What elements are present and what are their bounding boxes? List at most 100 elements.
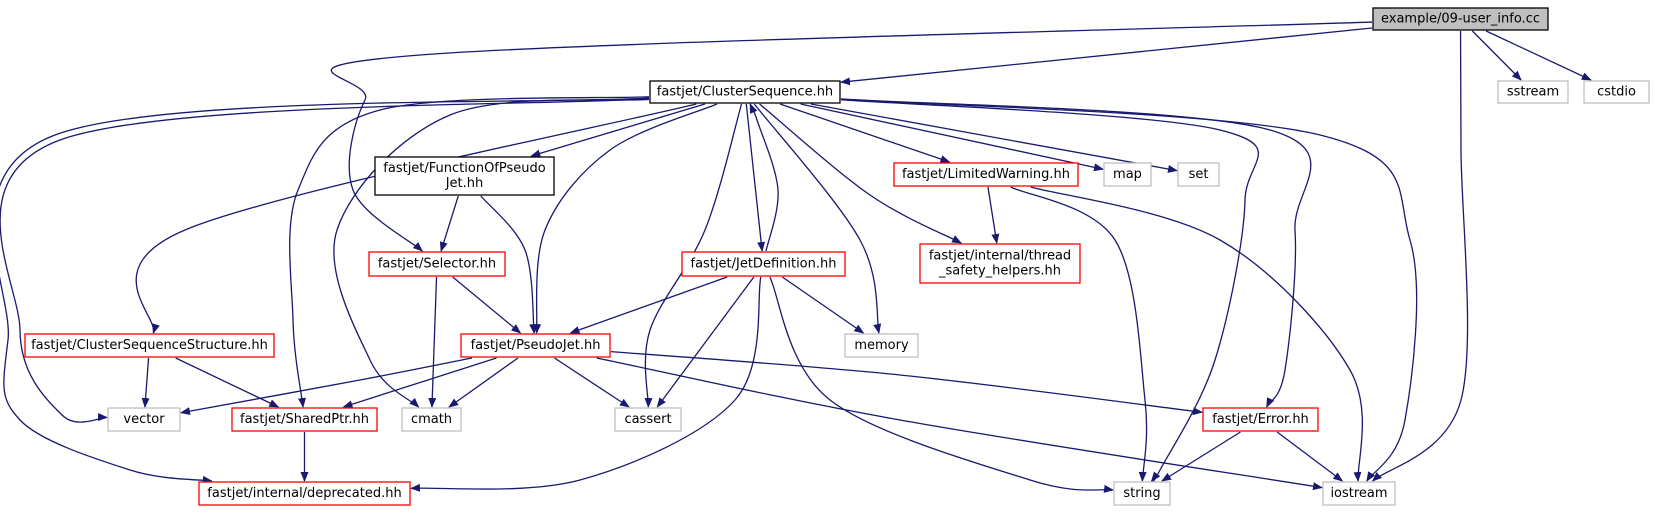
node-memory: memory [844,333,919,358]
edge-root-to-sstream [1471,30,1522,81]
node-label-tsh-1: _safety_helpers.hh [938,264,1061,279]
node-sel[interactable]: fastjet/Selector.hh [368,251,506,277]
node-label-pj: fastjet/PseudoJet.hh [471,338,601,353]
node-label-dep: fastjet/internal/deprecated.hh [207,486,401,501]
edge-lw-to-tsh [987,186,1000,244]
edge-pj-to-err [610,350,1203,416]
edge-jd-to-cassert [656,276,755,408]
node-box-root [1372,7,1549,31]
node-label-sp: fastjet/SharedPtr.hh [240,412,369,427]
edge-pj-to-vector [180,357,473,416]
node-root[interactable]: example/09-user_info.cc [1372,7,1549,31]
edge-lw-to-string [1010,186,1148,482]
node-lw[interactable]: fastjet/LimitedWarning.hh [893,162,1079,187]
node-box-iostream [1322,481,1396,506]
node-map: map [1103,162,1152,187]
node-box-memory [844,333,919,358]
node-box-tsh [919,243,1081,284]
edge-root-to-cs [840,27,1373,86]
edge-sel-to-pj [452,276,522,334]
node-label-css: fastjet/ClusterSequenceStructure.hh [31,338,268,353]
node-box-sstream [1497,80,1569,104]
node-label-cmath: cmath [411,412,452,427]
node-box-vector [107,407,181,432]
edge-cs-to-lw [779,103,951,163]
node-box-string [1113,481,1171,506]
edge-pj-to-iostream [596,357,1323,491]
edge-cs-to-memory [753,103,882,334]
node-label-lw: fastjet/LimitedWarning.hh [902,167,1070,182]
edge-jd-to-cs [749,103,779,252]
node-box-sp [231,407,378,432]
node-label-tsh-0: fastjet/internal/thread [929,249,1071,264]
node-label-memory: memory [854,338,909,353]
node-label-jd: fastjet/JetDefinition.hh [691,257,837,272]
node-cmath: cmath [401,407,462,432]
node-string: string [1113,481,1171,506]
edge-pj-to-cassert [554,357,630,408]
node-tsh[interactable]: fastjet/internal/thread_safety_helpers.h… [919,243,1081,284]
edge-fopj-to-pj [480,195,538,334]
node-label-set: set [1189,167,1209,182]
node-label-fopj-1: Jet.hh [445,176,484,191]
node-box-map [1103,162,1152,187]
edge-cs-to-vector [0,98,650,423]
edge-css-to-vector [141,357,150,408]
node-box-cstdio [1583,80,1650,104]
edge-css-to-sp [175,357,280,408]
node-label-cs: fastjet/ClusterSequence.hh [657,85,833,100]
edge-cs-to-string [840,99,1260,484]
node-css[interactable]: fastjet/ClusterSequenceStructure.hh [24,333,275,358]
edge-jd-to-dep [410,276,762,492]
node-label-iostream: iostream [1330,486,1387,501]
node-box-set [1177,162,1220,187]
edge-jd-to-string [769,276,1114,493]
node-box-err [1202,407,1319,432]
edge-cs-to-iostream [840,98,1418,482]
node-box-dep [198,481,411,506]
nodes-layer: example/09-user_info.cc fastjet/ClusterSe… [24,7,1650,506]
node-label-fopj-0: fastjet/FunctionOfPseudo [383,161,545,176]
node-box-cassert [614,407,682,432]
edge-jd-to-memory [781,276,865,334]
edge-root-to-iostream [1371,30,1469,482]
edge-root-to-sel [330,21,1373,252]
node-sp[interactable]: fastjet/SharedPtr.hh [231,407,378,432]
node-jd[interactable]: fastjet/JetDefinition.hh [681,251,846,277]
node-box-css [24,333,275,358]
edge-cs-to-fopj [530,103,706,158]
node-label-vector: vector [123,412,165,427]
node-label-sel: fastjet/Selector.hh [378,257,496,272]
node-vector: vector [107,407,181,432]
edge-cs-to-jd [745,103,766,252]
node-err[interactable]: fastjet/Error.hh [1202,407,1319,432]
node-label-map: map [1113,167,1142,182]
edge-cs-to-tsh [759,103,962,244]
edge-cs-to-err [840,98,1312,408]
edge-cs-to-map [800,103,1104,172]
edge-pj-to-sp [342,357,497,409]
node-box-fopj [374,156,555,196]
node-cassert: cassert [614,407,682,432]
edge-jd-to-pj [569,276,728,334]
node-label-string: string [1123,486,1160,501]
node-label-root: example/09-user_info.cc [1381,12,1540,27]
node-label-cassert: cassert [624,412,671,427]
edge-pj-to-cmath [448,357,519,408]
edge-cs-to-css [135,103,697,334]
node-dep[interactable]: fastjet/internal/deprecated.hh [198,481,411,506]
edge-root-to-cstdio [1485,30,1592,81]
node-label-cstdio: cstdio [1597,85,1636,100]
node-box-sel [368,251,506,277]
edge-err-to-iostream [1276,431,1344,482]
node-pj[interactable]: fastjet/PseudoJet.hh [460,333,611,358]
edge-cs-to-dep [0,97,650,484]
node-cs[interactable]: fastjet/ClusterSequence.hh [649,80,841,104]
edge-lw-to-iostream [1030,186,1364,482]
edge-cs-to-set [810,103,1178,173]
edges-layer [0,21,1592,493]
node-box-jd [681,251,846,277]
node-label-sstream: sstream [1507,85,1559,100]
